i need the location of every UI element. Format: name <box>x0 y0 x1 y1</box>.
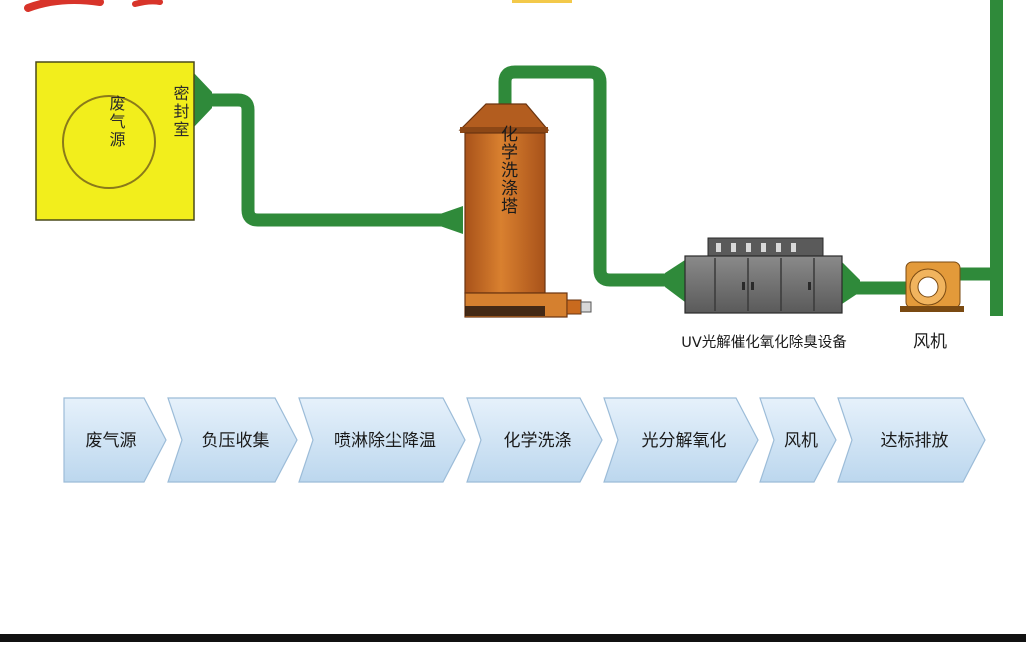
source-circle <box>62 95 156 189</box>
flow-step-arrow <box>298 397 466 483</box>
flow-step-arrow <box>63 397 167 483</box>
exhaust-stack <box>990 0 1003 316</box>
uv-oxidation-unit: UV光解催化氧化除臭设备 <box>681 237 847 351</box>
process-flow-steps: 废气源 负压收集 喷淋除尘降温 化学洗涤 光分解氧化 风机 达标排放 <box>63 397 986 483</box>
flow-step-label: 光分解氧化 <box>642 431 727 451</box>
source-label: 废气源 <box>107 95 126 149</box>
waste-gas-source-box: 废气源 密封室 <box>35 61 195 221</box>
flow-step-arrow <box>167 397 298 483</box>
tower-label: 化学洗涤塔 <box>497 125 518 215</box>
red-mark-decoration <box>24 0 104 12</box>
flow-step-arrow <box>837 397 986 483</box>
uv-unit-label: UV光解催化氧化除臭设备 <box>681 334 847 351</box>
washing-tower: 化学洗涤塔 <box>458 103 592 318</box>
flow-step-label: 喷淋除尘降温 <box>334 431 436 451</box>
flow-step-label: 化学洗涤 <box>504 431 572 451</box>
tower-inlet-cone <box>440 206 463 234</box>
flow-step-arrow <box>759 397 837 483</box>
bottom-bar <box>0 634 1026 642</box>
flow-step-arrow <box>603 397 759 483</box>
flow-step-label: 达标排放 <box>881 431 949 451</box>
chamber-label: 密封室 <box>171 85 190 139</box>
uv-inlet-cone <box>665 260 685 302</box>
fan: 风机 <box>900 261 964 352</box>
pipe-network <box>210 65 990 295</box>
flow-step-label: 废气源 <box>86 431 137 451</box>
flow-step-label: 负压收集 <box>202 431 270 451</box>
flow-step-label: 风机 <box>784 431 818 451</box>
flow-step-arrow <box>466 397 603 483</box>
uv-outlet-cone <box>842 262 860 304</box>
fan-label: 风机 <box>913 332 947 352</box>
source-outlet-cone <box>193 72 212 128</box>
